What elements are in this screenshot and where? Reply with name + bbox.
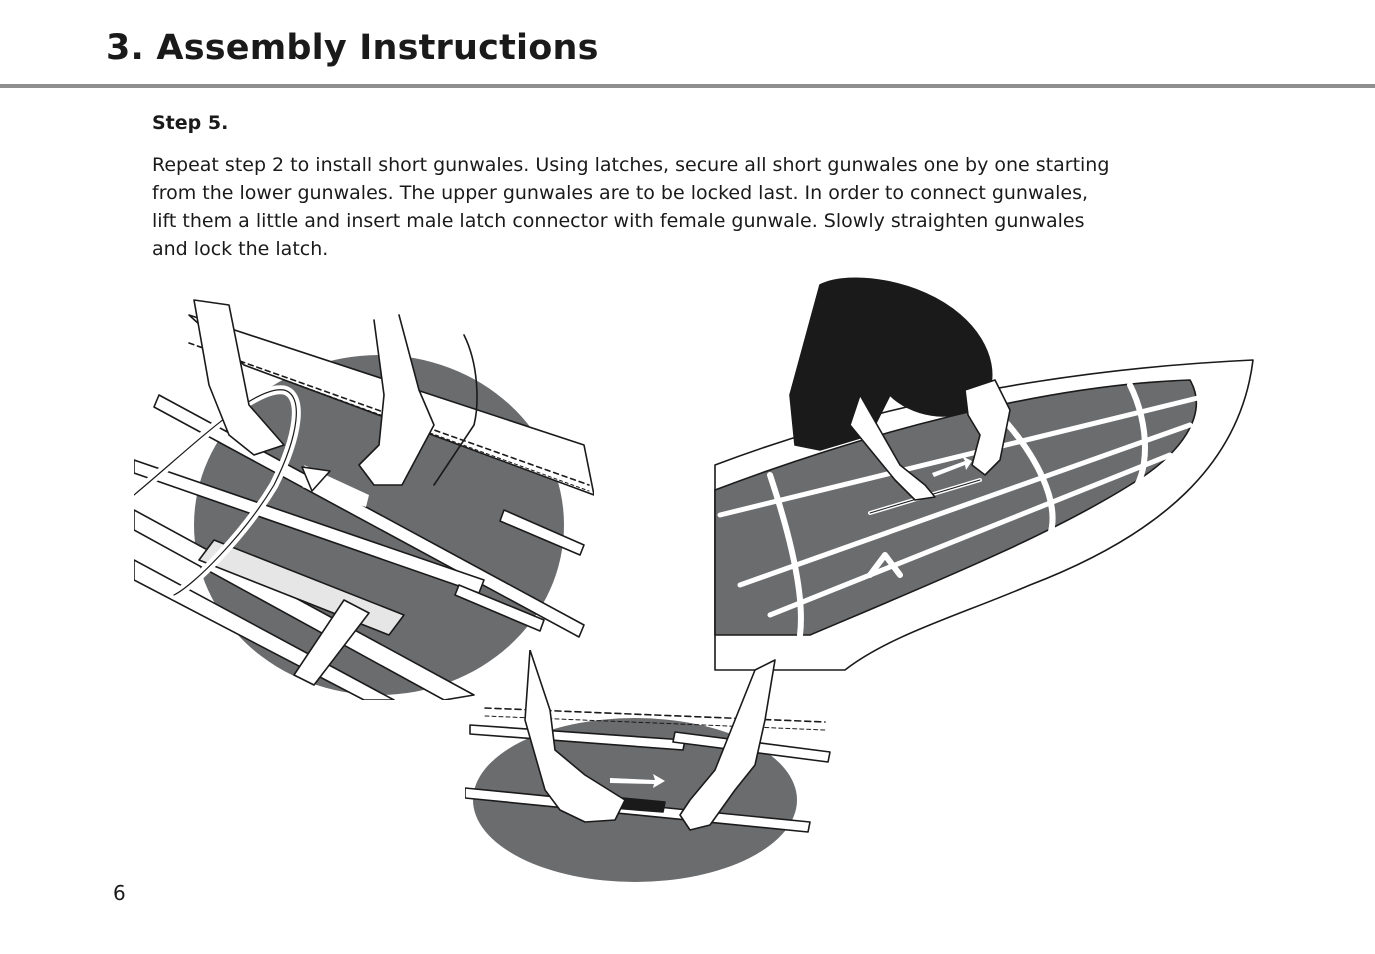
step-heading: Step 5. bbox=[152, 112, 229, 134]
step-instructions: Repeat step 2 to install short gunwales.… bbox=[152, 151, 1227, 263]
illustration-latch-insert bbox=[134, 299, 594, 700]
instruction-line: and lock the latch. bbox=[152, 238, 329, 260]
page-title: 3. Assembly Instructions bbox=[106, 28, 599, 68]
illustration-latch-lock bbox=[465, 650, 831, 882]
instruction-line: Repeat step 2 to install short gunwales.… bbox=[152, 154, 1110, 176]
instruction-line: from the lower gunwales. The upper gunwa… bbox=[152, 182, 1089, 204]
page-number: 6 bbox=[113, 881, 126, 905]
instruction-line: lift them a little and insert male latch… bbox=[152, 210, 1085, 232]
illustration-kayak-overview bbox=[714, 277, 1254, 671]
title-divider bbox=[0, 84, 1375, 88]
